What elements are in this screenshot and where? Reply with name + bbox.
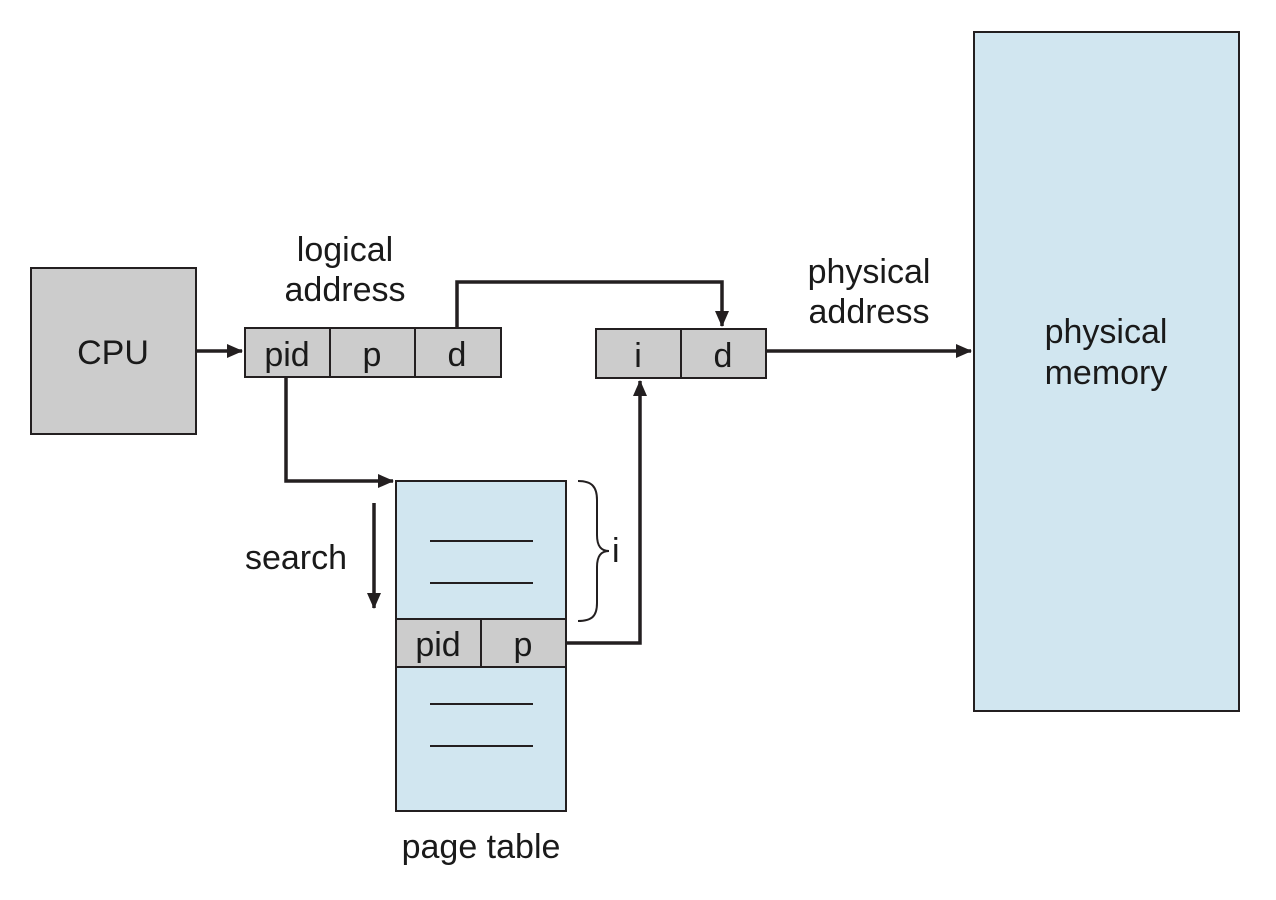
pid-to-page-table-arrow (284, 377, 394, 488)
physical-address-caption-line1: physical (808, 253, 931, 291)
matched-entry-p: p (514, 626, 533, 664)
logical-field-p: p (363, 336, 382, 374)
logical-field-pid: pid (264, 336, 309, 374)
page-table-caption: page table (402, 828, 561, 866)
physical-memory-box: physical memory (973, 31, 1240, 712)
cpu-box: CPU (30, 267, 197, 435)
logical-field-d: d (448, 336, 467, 374)
logical-address-register: pid p d (244, 327, 502, 378)
index-brace-label: i (612, 532, 620, 570)
physical-field-d: d (714, 337, 733, 375)
logical-address-caption-line2: address (285, 271, 406, 309)
logical-address-caption-line1: logical (297, 231, 393, 269)
physical-address-caption-line2: address (809, 293, 930, 331)
physical-memory-label-line1: physical (1045, 313, 1168, 351)
cpu-label: CPU (77, 334, 149, 372)
index-brace (577, 480, 610, 622)
physical-field-i: i (634, 337, 642, 375)
page-table: pid p (395, 480, 567, 812)
offset-to-physical-arrow (455, 280, 729, 328)
physical-address-register: i d (595, 328, 767, 379)
entry-to-index-arrow (566, 380, 647, 645)
search-label: search (245, 539, 347, 577)
physical-memory-label-line2: memory (1045, 354, 1168, 392)
matched-entry-pid: pid (415, 626, 460, 664)
page-table-matched-entry: pid p (395, 618, 567, 668)
